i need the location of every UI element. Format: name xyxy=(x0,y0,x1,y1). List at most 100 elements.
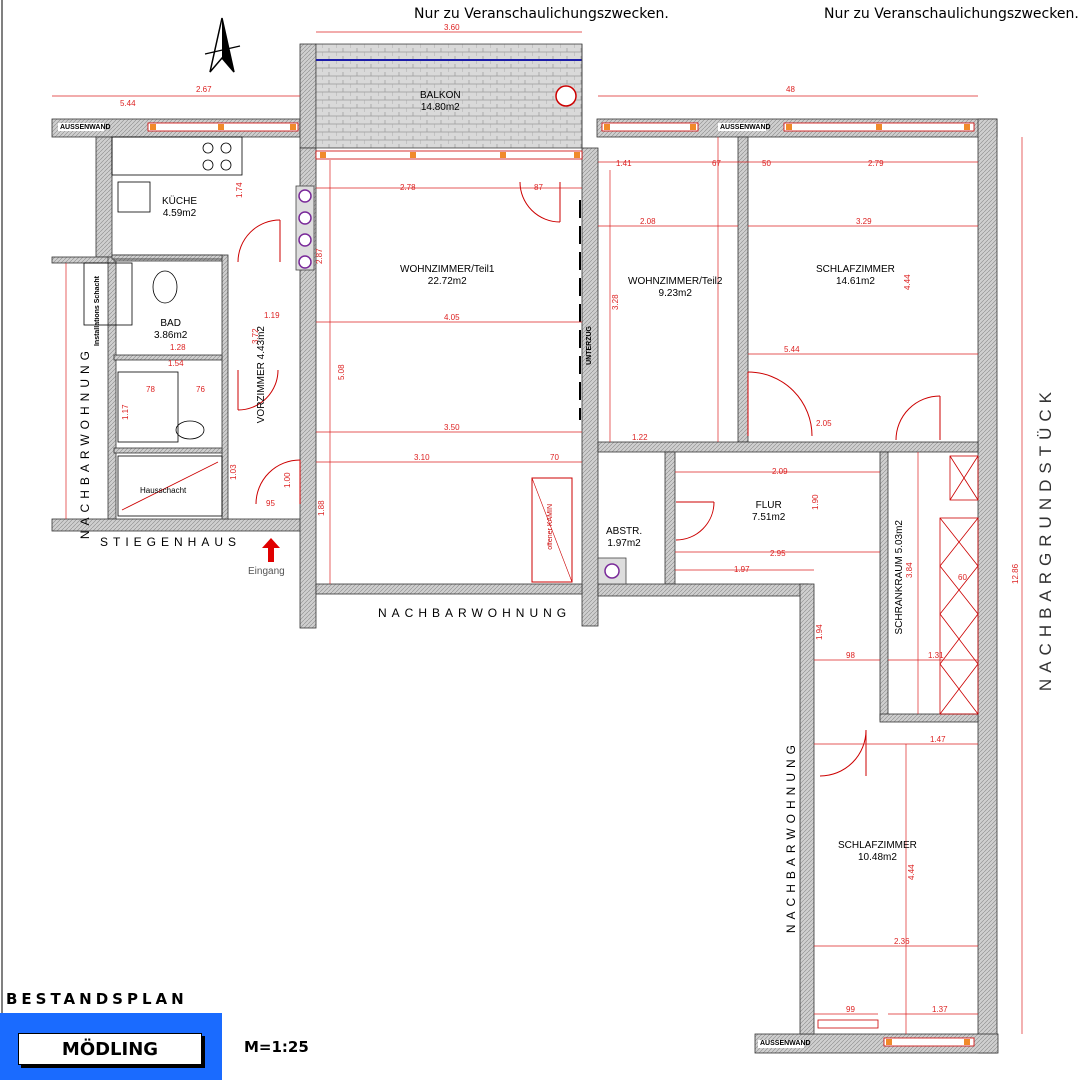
dimension-label: 67 xyxy=(712,159,721,168)
north-arrow-icon xyxy=(204,17,241,73)
dimension-label: 3.84 xyxy=(905,562,914,578)
stairwell-label: STIEGENHAUS xyxy=(100,535,242,549)
scale-label: M=1:25 xyxy=(244,1038,309,1056)
dimension-label: 4.05 xyxy=(444,313,460,322)
dimension-label: 1.97 xyxy=(734,565,750,574)
room-area: 4.59m2 xyxy=(162,208,197,219)
entrance-arrow-icon xyxy=(262,538,280,562)
room-name: KÜCHE xyxy=(162,196,198,207)
dimension-label: 1.74 xyxy=(235,182,244,198)
dimension-label: 1.90 xyxy=(811,494,820,510)
room-area: 10.48m2 xyxy=(857,852,897,863)
room-vorzimmer: VORZIMMER 4.43m2 xyxy=(256,326,267,424)
dimension-label: 95 xyxy=(266,499,275,508)
dimension-label: 3.72 xyxy=(251,328,260,344)
dimension-label: 2.95 xyxy=(770,549,786,558)
room-schrankraum: SCHRANKRAUM 5.03m2 xyxy=(894,520,905,635)
room-schlafzimmer-2: SCHLAFZIMMER 10.48m2 xyxy=(838,840,917,864)
dimension-label: 1.03 xyxy=(229,464,238,480)
unterzug-label: UNTERZUG xyxy=(586,326,593,365)
balcony-floor xyxy=(315,43,583,149)
installation-shaft-label: Installations Schacht xyxy=(94,276,101,347)
city-name: MÖDLING xyxy=(18,1033,202,1065)
room-name: FLUR xyxy=(755,500,782,511)
dimension-label: 50 xyxy=(762,159,771,168)
dimension-label: 70 xyxy=(550,453,559,462)
dimension-label: 5.44 xyxy=(120,99,136,108)
neighbor-label-left: NACHBARWOHNUNG xyxy=(78,346,92,540)
dimension-label: 2.67 xyxy=(196,85,212,94)
dimension-label: 78 xyxy=(146,385,155,394)
notice-center: Nur zu Veranschaulichungszwecken. xyxy=(414,6,669,22)
room-name: SCHLAFZIMMER xyxy=(816,264,895,275)
dimension-label: 2.87 xyxy=(315,248,324,264)
dimension-label: 1.54 xyxy=(168,359,184,368)
kamin-label: offener KAMIN xyxy=(547,504,554,550)
neighbor-label-bottom: NACHBARWOHNUNG xyxy=(378,606,572,620)
dimension-label: 3.60 xyxy=(444,23,460,32)
dimension-label: 1.41 xyxy=(616,159,632,168)
dimension-label: 2.09 xyxy=(772,467,788,476)
dimension-label: 2.78 xyxy=(400,183,416,192)
dimension-label: 3.28 xyxy=(611,294,620,310)
dimension-label: 3.29 xyxy=(856,217,872,226)
dimension-label: 1.94 xyxy=(815,624,824,640)
shaft-icons xyxy=(295,185,627,585)
windows xyxy=(147,122,975,1047)
kitchen-fixtures xyxy=(111,136,243,213)
room-abstr: ABSTR. 1.97m2 xyxy=(606,526,642,550)
dimension-label: 12.86 xyxy=(1011,563,1020,584)
doors xyxy=(237,181,941,777)
neighbor-label-plot: NACHBARGRUNDSTÜCK xyxy=(1036,386,1055,692)
dimension-label: 1.22 xyxy=(632,433,648,442)
plan-title: BESTANDSPLAN xyxy=(6,990,188,1008)
dimension-label: 1.17 xyxy=(121,404,130,420)
room-name: ABSTR. xyxy=(606,526,643,537)
dimension-label: 2.05 xyxy=(816,419,832,428)
bathroom-fixtures xyxy=(83,262,223,517)
room-kueche: KÜCHE 4.59m2 xyxy=(162,196,197,220)
dimension-label: 1.00 xyxy=(283,472,292,488)
room-name: BAD xyxy=(160,318,181,329)
aussenwand-labels xyxy=(58,123,804,1048)
dimension-label: 60 xyxy=(958,573,967,582)
room-area: 9.23m2 xyxy=(658,288,692,299)
hausschacht-label: Hausschacht xyxy=(140,486,187,495)
room-area: 7.51m2 xyxy=(752,512,786,523)
dimension-label: 1.19 xyxy=(264,311,280,320)
room-schlafzimmer-1: SCHLAFZIMMER 14.61m2 xyxy=(816,264,895,288)
room-wohnzimmer-1: WOHNZIMMER/Teil1 22.72m2 xyxy=(400,264,494,288)
dimension-label: 1.31 xyxy=(928,651,944,660)
dimension-label: 98 xyxy=(846,651,855,660)
aussenwand-label-bottom: AUSSENWAND xyxy=(760,1040,811,1047)
aussenwand-label-left: AUSSENWAND xyxy=(60,124,111,131)
dimension-label: 4.44 xyxy=(903,274,912,290)
dimension-label: 2.08 xyxy=(640,217,656,226)
room-balkon: BALKON 14.80m2 xyxy=(420,90,461,114)
entrance-label: Eingang xyxy=(248,566,285,577)
dimension-label: 1.47 xyxy=(930,735,946,744)
aussenwand-label-top: AUSSENWAND xyxy=(720,124,771,131)
wardrobes xyxy=(939,455,979,715)
room-name: WOHNZIMMER/Teil1 xyxy=(400,264,495,275)
room-name: SCHLAFZIMMER xyxy=(838,840,917,851)
room-wohnzimmer-2: WOHNZIMMER/Teil2 9.23m2 xyxy=(628,276,722,300)
room-area: 1.97m2 xyxy=(607,538,641,549)
room-area: 22.72m2 xyxy=(427,276,467,287)
dimension-label: 76 xyxy=(196,385,205,394)
notice-right: Nur zu Veranschaulichungszwecken. xyxy=(824,6,1079,22)
dimension-label: 5.44 xyxy=(784,345,800,354)
dimension-label: 1.28 xyxy=(170,343,186,352)
room-flur: FLUR 7.51m2 xyxy=(752,500,785,524)
dimension-label: 1.88 xyxy=(317,500,326,516)
dimension-lines xyxy=(52,31,1023,1034)
dimension-label: 3.10 xyxy=(414,453,430,462)
room-name: BALKON xyxy=(420,90,461,101)
room-area: 3.86m2 xyxy=(154,330,188,341)
dimension-label: 48 xyxy=(786,85,795,94)
dimension-label: 87 xyxy=(534,183,543,192)
room-bad: BAD 3.86m2 xyxy=(154,318,187,342)
dimension-label: 4.44 xyxy=(907,864,916,880)
